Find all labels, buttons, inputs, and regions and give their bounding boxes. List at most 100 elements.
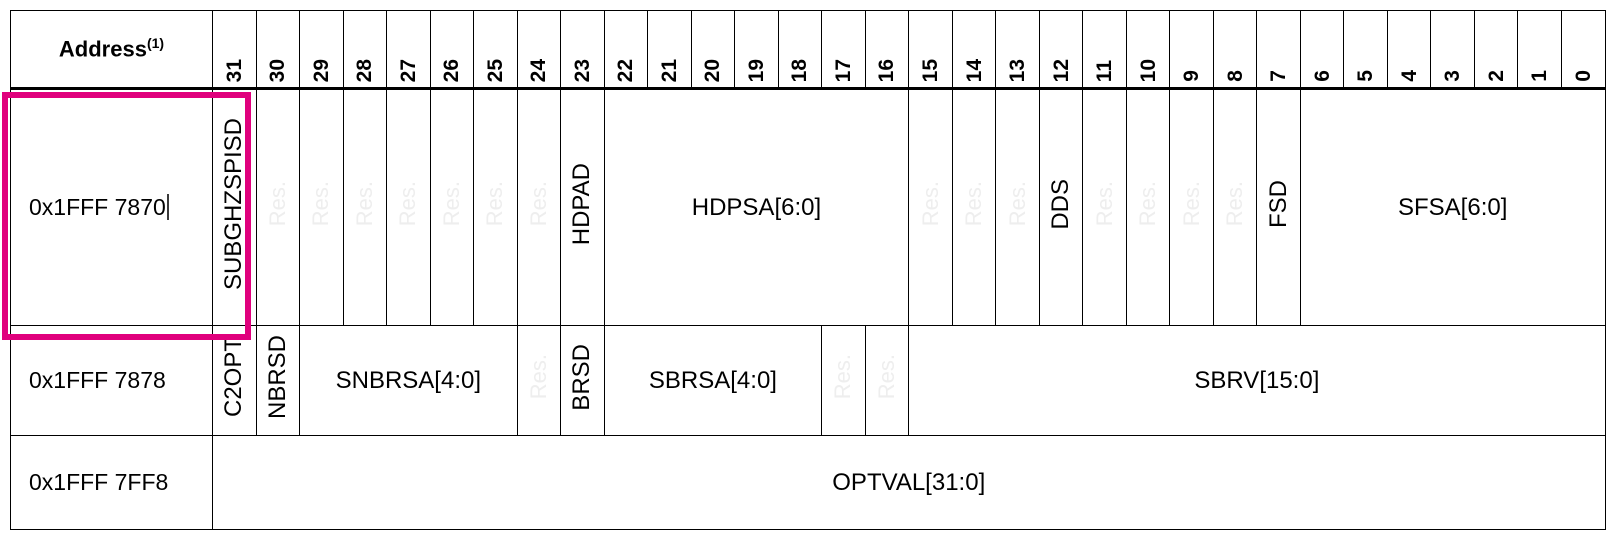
- address-value: 0x1FFF 7878: [29, 367, 166, 393]
- bitfield-label: Res.: [1222, 181, 1248, 227]
- bitfield-cell-dds[interactable]: DDS: [1038, 87, 1084, 326]
- bit-header-21: 21: [647, 10, 692, 89]
- bit-number-label: 19: [744, 58, 768, 82]
- bit-header-26: 26: [429, 10, 475, 89]
- bitfield-label: Res.: [873, 354, 899, 400]
- bit-header-19: 19: [734, 10, 779, 89]
- register-row: 0x1FFF 7FF8 OPTVAL[31:0]: [10, 435, 1606, 530]
- bitfield-label: Res.: [961, 181, 987, 227]
- reserved-bit-cell[interactable]: Res.: [342, 87, 388, 326]
- bit-number-label: 11: [1093, 59, 1117, 82]
- reserved-bit-cell[interactable]: Res.: [908, 87, 953, 326]
- bit-number-label: 16: [875, 58, 899, 82]
- bitfield-cell-snbrsa[interactable]: SNBRSA[4:0]: [299, 325, 518, 436]
- bitfield-cell-c2opt[interactable]: C2OPT: [212, 325, 257, 436]
- bit-header-8: 8: [1212, 10, 1258, 89]
- bitfield-label: C2OPT: [220, 336, 248, 417]
- bitfield-cell-subghzspisd[interactable]: SUBGHZSPISD: [212, 87, 257, 326]
- bitfield-cell-sfsa[interactable]: SFSA[6:0]: [1299, 87, 1606, 326]
- bitfield-label: Res.: [395, 181, 421, 227]
- address-cell[interactable]: 0x1FFF 7870: [10, 87, 213, 326]
- reserved-bit-cell[interactable]: Res.: [255, 87, 301, 326]
- bit-number-label: 23: [570, 58, 594, 82]
- bitfield-cell-hdpsa[interactable]: HDPSA[6:0]: [603, 87, 910, 326]
- reserved-bit-cell[interactable]: Res.: [951, 87, 997, 326]
- reserved-bit-cell[interactable]: Res.: [1125, 87, 1171, 326]
- bit-header-10: 10: [1125, 10, 1171, 89]
- bitfield-label: Res.: [1178, 181, 1204, 227]
- bit-header-9: 9: [1169, 10, 1214, 89]
- bit-header-5: 5: [1343, 10, 1388, 89]
- reserved-bit-cell[interactable]: Res.: [516, 325, 562, 436]
- bit-header-15: 15: [908, 10, 953, 89]
- bit-header-4: 4: [1386, 10, 1432, 89]
- bit-header-13: 13: [995, 10, 1040, 89]
- bit-header-12: 12: [1038, 10, 1084, 89]
- bitfield-cell-brsd[interactable]: BRSD: [560, 325, 605, 436]
- bit-header-0: 0: [1560, 10, 1606, 89]
- reserved-bit-cell[interactable]: Res.: [995, 87, 1040, 326]
- bit-header-7: 7: [1256, 10, 1301, 89]
- bitfield-cell-sbrsa[interactable]: SBRSA[4:0]: [603, 325, 823, 436]
- reserved-bit-cell[interactable]: Res.: [429, 87, 475, 326]
- address-cell[interactable]: 0x1FFF 7FF8: [10, 435, 213, 530]
- bit-number-label: 0: [1571, 70, 1595, 82]
- bitfield-cell-nbrsd[interactable]: NBRSD: [255, 325, 301, 436]
- bitfield-label: SUBGHZSPISD: [220, 117, 248, 291]
- bitfield-label: OPTVAL[31:0]: [832, 468, 986, 496]
- reserved-bit-cell[interactable]: Res.: [864, 325, 910, 436]
- bit-number-label: 21: [657, 58, 681, 82]
- bit-number-label: 1: [1528, 70, 1552, 82]
- bit-number-label: 13: [1006, 58, 1030, 82]
- bit-number-label: 30: [266, 58, 290, 82]
- reserved-bit-cell[interactable]: Res.: [386, 87, 431, 326]
- bitfield-cell-optval[interactable]: OPTVAL[31:0]: [212, 435, 1606, 530]
- bitfield-label: HDPSA[6:0]: [691, 193, 822, 221]
- bit-header-23: 23: [560, 10, 605, 89]
- bit-header-16: 16: [864, 10, 910, 89]
- bit-header-2: 2: [1473, 10, 1519, 89]
- bit-number-label: 28: [353, 58, 377, 82]
- reserved-bit-cell[interactable]: Res.: [1169, 87, 1214, 326]
- bit-number-label: 2: [1484, 70, 1508, 82]
- bitfield-label: SBRSA[4:0]: [648, 366, 777, 394]
- bit-number-label: 5: [1354, 70, 1378, 82]
- bit-number-label: 3: [1441, 70, 1465, 82]
- bitfield-label: Res.: [308, 181, 334, 227]
- reserved-bit-cell[interactable]: Res.: [1212, 87, 1258, 326]
- bitfield-cell-fsd[interactable]: FSD: [1256, 87, 1301, 326]
- bitfield-label: SFSA[6:0]: [1398, 193, 1508, 221]
- reserved-bit-cell[interactable]: Res.: [473, 87, 518, 326]
- bit-number-label: 26: [440, 58, 464, 82]
- bit-header-22: 22: [603, 10, 649, 89]
- bit-number-label: 6: [1310, 70, 1334, 82]
- bitfield-cell-sbrv[interactable]: SBRV[15:0]: [908, 325, 1606, 436]
- address-cell[interactable]: 0x1FFF 7878: [10, 325, 213, 436]
- reserved-bit-cell[interactable]: Res.: [299, 87, 344, 326]
- bit-number-label: 8: [1223, 70, 1247, 82]
- bitfield-label: NBRSD: [263, 334, 291, 419]
- bit-header-6: 6: [1299, 10, 1345, 89]
- bitfield-label: SBRV[15:0]: [1194, 366, 1320, 394]
- reserved-bit-cell[interactable]: Res.: [1082, 87, 1127, 326]
- reserved-bit-cell[interactable]: Res.: [516, 87, 562, 326]
- bit-header-24: 24: [516, 10, 562, 89]
- reserved-bit-cell[interactable]: Res.: [821, 325, 866, 436]
- bitfield-label: Res.: [482, 181, 508, 227]
- bitfield-label: Res.: [917, 181, 943, 227]
- address-header-label: Address: [58, 36, 147, 62]
- bit-header-28: 28: [342, 10, 388, 89]
- bit-header-14: 14: [951, 10, 997, 89]
- bit-header-30: 30: [255, 10, 301, 89]
- bitfield-cell-hdpad[interactable]: HDPAD: [560, 87, 605, 326]
- bitfield-label: Res.: [351, 181, 377, 227]
- bitfield-label: DDS: [1047, 178, 1075, 230]
- bit-number-label: 14: [962, 58, 986, 82]
- bit-header-27: 27: [386, 10, 431, 89]
- bit-header-25: 25: [473, 10, 518, 89]
